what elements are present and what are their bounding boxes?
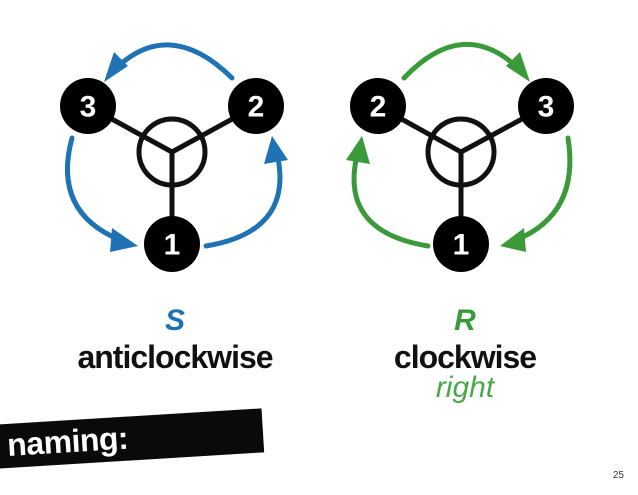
s-arrowhead-2-to-3	[104, 52, 128, 82]
right-projection: 2 3 1	[346, 41, 574, 272]
r-node-bottom: 1	[433, 216, 489, 272]
s-node-bottom: 1	[144, 216, 200, 272]
r-node-top-left: 2	[350, 78, 406, 134]
r-node-top-left-label: 2	[370, 91, 387, 124]
s-arrowhead-1-to-2	[264, 136, 288, 164]
r-arrowhead-3-to-1	[500, 228, 526, 252]
r-node-bottom-label: 1	[453, 229, 470, 262]
s-node-top-right: 2	[228, 78, 284, 134]
s-arrow-3-to-1	[65, 135, 123, 243]
r-arrow-3-to-1	[513, 135, 573, 243]
s-node-top-right-label: 2	[248, 91, 265, 124]
r-mnemonic-hint: right	[435, 371, 495, 404]
r-node-top-right-label: 3	[538, 91, 555, 124]
s-direction-label: anticlockwise	[77, 339, 273, 375]
s-node-top-left: 3	[60, 78, 116, 134]
r-arrow-2-to-3	[401, 41, 523, 81]
slide-number: 25	[612, 470, 624, 481]
r-direction-label: clockwise	[393, 339, 537, 375]
s-configuration-letter: S	[164, 304, 185, 337]
s-node-top-left-label: 3	[80, 91, 97, 124]
r-arrowhead-2-to-3	[506, 52, 530, 82]
naming-banner-text: naming:	[6, 419, 130, 463]
s-node-bottom-label: 1	[164, 229, 181, 262]
r-node-top-right: 3	[518, 78, 574, 134]
r-configuration-letter: R	[454, 304, 476, 337]
s-arrow-1-to-2	[203, 155, 283, 249]
r-arrow-1-to-2	[351, 157, 431, 249]
s-arrowhead-3-to-1	[110, 228, 138, 252]
r-arrowhead-1-to-2	[346, 136, 370, 164]
left-projection: 3 2 1	[60, 42, 288, 272]
s-arrow-2-to-3	[109, 42, 235, 81]
